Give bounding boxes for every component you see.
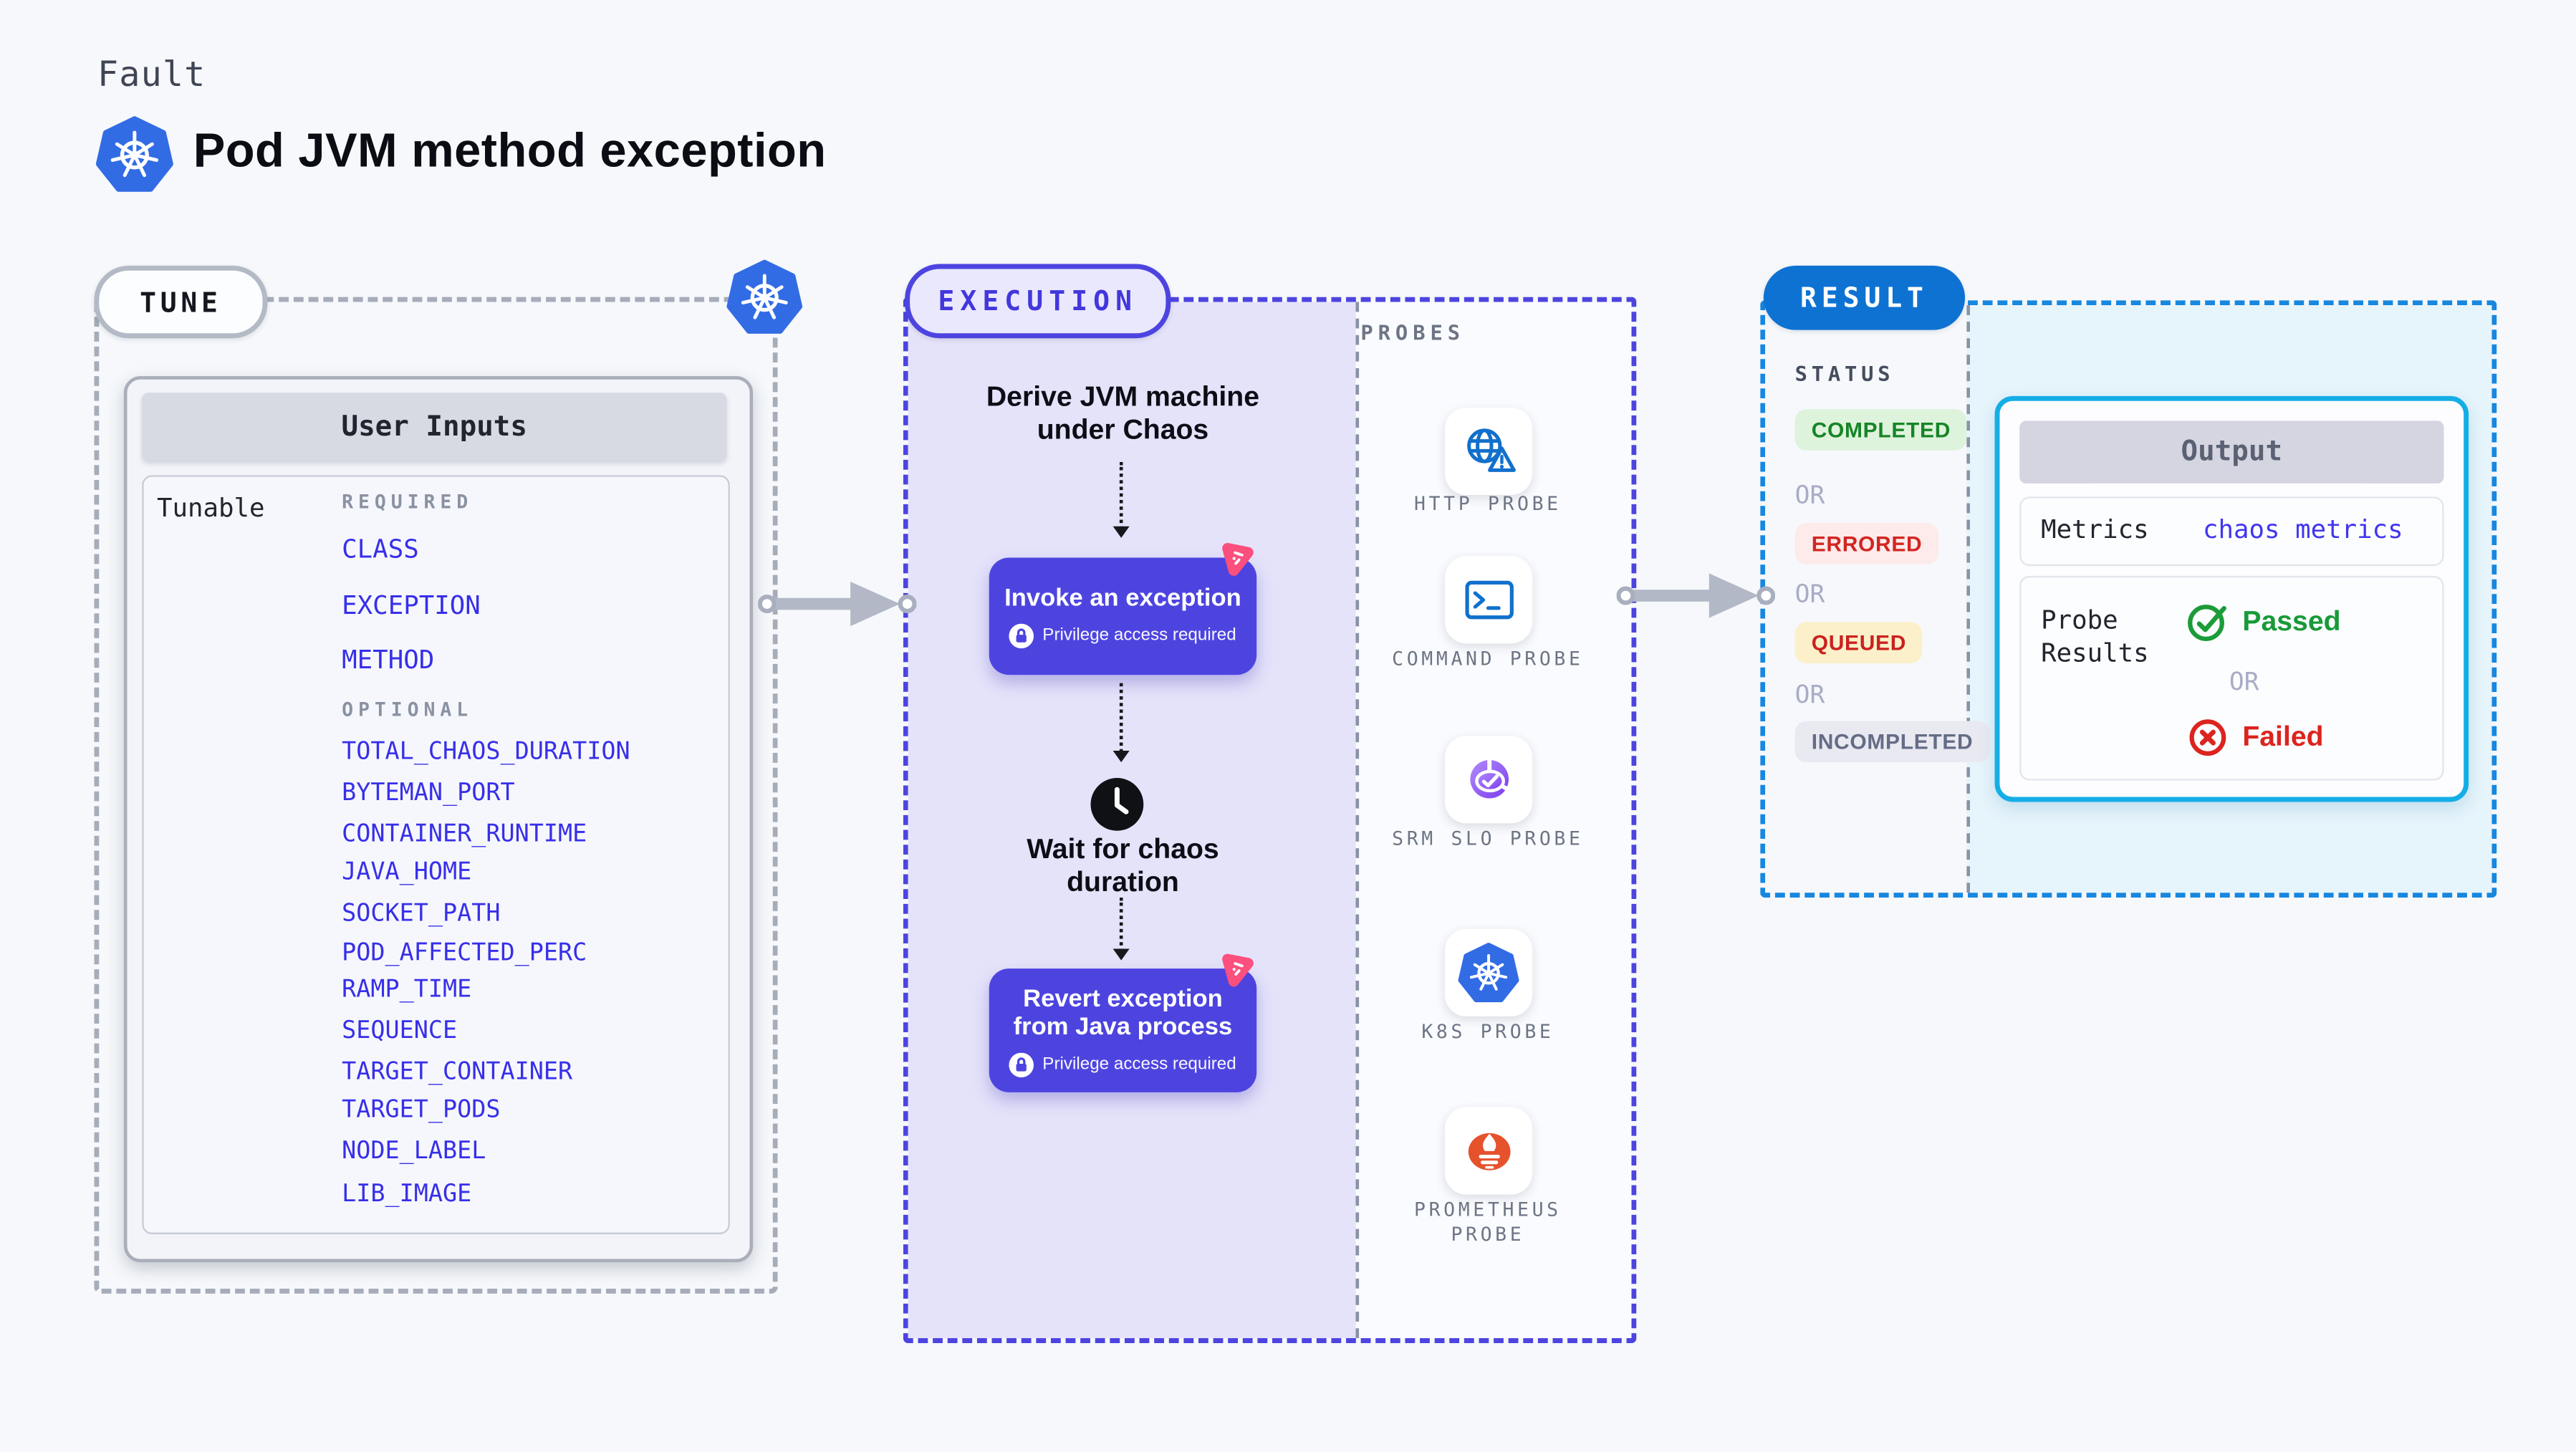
chaos-metrics-link[interactable]: chaos metrics	[2203, 514, 2403, 545]
clock-icon	[1090, 778, 1144, 831]
kubernetes-icon	[726, 259, 803, 334]
terminal-icon	[1464, 580, 1513, 619]
failed-label: Failed	[2242, 721, 2324, 753]
param-link-class[interactable]: CLASS	[342, 534, 419, 564]
param-link-socket-path[interactable]: SOCKET_PATH	[342, 900, 501, 928]
param-link-ramp-time[interactable]: RAMP_TIME	[342, 976, 472, 1004]
user-inputs-list	[142, 475, 730, 1234]
tune-section-box	[94, 297, 778, 1294]
status-badge-completed: COMPLETED	[1794, 409, 1968, 451]
chaos-badge-icon	[1222, 953, 1254, 987]
param-link-exception[interactable]: EXCEPTION	[342, 590, 481, 621]
kubernetes-icon	[1458, 943, 1519, 1003]
output-card-header: Output	[2019, 420, 2444, 484]
globe-alert-icon	[1466, 428, 1515, 471]
revert-exception-button[interactable]: Revert exception from Java process Privi…	[989, 968, 1257, 1092]
step-wait-label: Wait for chaos duration	[1027, 833, 1219, 897]
result-pill: RESULT	[1763, 265, 1966, 330]
prometheus-icon	[1467, 1132, 1510, 1170]
flow-connector	[1112, 461, 1130, 538]
command-probe-label: COMMAND PROBE	[1392, 646, 1584, 670]
command-probe-card	[1444, 556, 1533, 644]
status-badge-queued: QUEUED	[1794, 622, 1923, 663]
metrics-label: Metrics	[2041, 514, 2149, 545]
invoke-exception-button[interactable]: Invoke an exception Privilege access req…	[989, 557, 1257, 675]
user-inputs-header: User Inputs	[142, 393, 727, 461]
or-separator: OR	[1794, 680, 1825, 710]
param-link-total-chaos-duration[interactable]: TOTAL_CHAOS_DURATION	[342, 739, 630, 766]
srm-slo-probe-card	[1444, 736, 1533, 824]
check-circle-icon	[2188, 605, 2226, 641]
step-derive-label: Derive JVM machine under Chaos	[986, 381, 1260, 445]
param-link-target-container[interactable]: TARGET_CONTAINER	[342, 1059, 573, 1086]
http-probe-card	[1444, 407, 1533, 496]
lock-icon	[1009, 623, 1034, 648]
param-link-byteman-port[interactable]: BYTEMAN_PORT	[342, 780, 515, 807]
param-link-pod-affected-perc[interactable]: POD_AFFECTED_PERC	[342, 940, 587, 967]
http-probe-label: HTTP PROBE	[1414, 491, 1562, 515]
param-link-container-runtime[interactable]: CONTAINER_RUNTIME	[342, 822, 587, 848]
param-link-sequence[interactable]: SEQUENCE	[342, 1018, 458, 1045]
lock-icon	[1009, 1052, 1034, 1077]
or-separator: OR	[1794, 480, 1825, 510]
param-link-target-pods[interactable]: TARGET_PODS	[342, 1097, 501, 1124]
srm-slo-probe-label: SRM SLO PROBE	[1392, 827, 1584, 850]
invoke-exception-label: Invoke an exception	[1004, 584, 1241, 613]
status-badge-incompleted: INCOMPLETED	[1794, 721, 1990, 763]
flow-connector	[1112, 898, 1130, 961]
k8s-probe-card	[1444, 928, 1533, 1016]
optional-heading: OPTIONAL	[342, 698, 474, 721]
param-link-lib-image[interactable]: LIB_IMAGE	[342, 1181, 472, 1208]
status-badge-errored: ERRORED	[1794, 523, 1939, 564]
flow-connector	[1112, 683, 1130, 763]
prometheus-probe-label: PROMETHEUS PROBE	[1414, 1198, 1562, 1245]
execution-to-result-arrow	[1616, 573, 1775, 618]
revert-exception-label: Revert exception from Java process	[1013, 984, 1233, 1042]
metrics-row: Metrics chaos metrics	[2019, 496, 2444, 567]
probes-heading: PROBES	[1360, 319, 1465, 345]
or-separator: OR	[1794, 579, 1825, 609]
prometheus-probe-card	[1444, 1107, 1533, 1195]
page-title: Pod JVM method exception	[193, 125, 827, 178]
k8s-probe-label: K8S PROBE	[1421, 1019, 1554, 1043]
chaos-badge-icon	[1222, 543, 1254, 576]
param-link-node-label[interactable]: NODE_LABEL	[342, 1138, 486, 1165]
passed-label: Passed	[2242, 605, 2341, 638]
status-heading: STATUS	[1794, 361, 1895, 386]
probe-results-row: Probe Results Passed OR Failed	[2019, 575, 2444, 781]
tunable-row-label: Tunable	[156, 493, 265, 524]
execution-pill: EXECUTION	[905, 264, 1171, 339]
tune-pill: TUNE	[94, 265, 268, 339]
probe-result-failed: Failed	[2186, 716, 2324, 759]
x-circle-icon	[2189, 719, 2226, 756]
or-separator: OR	[2229, 666, 2259, 697]
slo-gauge-icon	[1469, 756, 1510, 798]
required-heading: REQUIRED	[342, 490, 474, 514]
param-link-java-home[interactable]: JAVA_HOME	[342, 860, 472, 886]
tune-to-execution-arrow	[758, 581, 917, 627]
privilege-note: Privilege access required	[1042, 625, 1236, 646]
output-card: Output Metrics chaos metrics Probe Resul…	[1994, 395, 2469, 802]
probe-results-label: Probe Results	[2041, 605, 2149, 668]
param-link-method[interactable]: METHOD	[342, 645, 435, 675]
kubernetes-icon	[95, 116, 173, 192]
fault-kicker: Fault	[97, 54, 206, 95]
probe-result-passed: Passed	[2186, 600, 2341, 643]
privilege-note: Privilege access required	[1042, 1054, 1236, 1074]
